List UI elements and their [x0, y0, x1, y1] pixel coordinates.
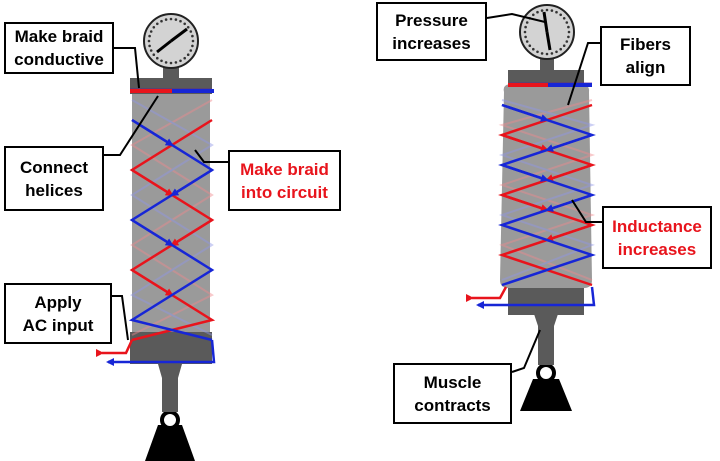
right-top-cap	[508, 70, 584, 86]
right-weight-hook	[536, 363, 556, 383]
label-make-braid-into-circuit: Make braid into circuit	[228, 150, 341, 211]
gauge-tick	[156, 22, 159, 26]
label-fibers-align-text: Fibers align	[619, 35, 672, 77]
right-pressure-gauge	[519, 4, 575, 60]
gauge-tick	[164, 18, 168, 21]
right-weight	[520, 379, 572, 411]
label-pressure-increases-text: Pressure increases	[392, 10, 471, 53]
gauge-tick	[189, 30, 193, 33]
gauge-tick	[536, 50, 539, 54]
right-blue-output-lead	[476, 286, 596, 309]
label-pressure-increases: Pressure increases	[376, 2, 487, 61]
gauge-tick	[540, 9, 544, 12]
label-fibers-align: Fibers align	[600, 26, 691, 86]
label-inductance-increases-text: Inductance increases	[612, 216, 702, 259]
gauge-tick	[191, 44, 194, 48]
left-weight-hook	[160, 410, 180, 430]
gauge-tick	[567, 25, 570, 29]
gauge-tick	[565, 21, 569, 24]
gauge-tick	[169, 61, 173, 65]
gauge-tick	[169, 17, 173, 21]
left-weight	[145, 425, 195, 461]
gauge-tick	[523, 30, 527, 34]
left-actuator	[96, 13, 216, 461]
gauge-tick	[186, 53, 190, 56]
gauge-tick	[189, 49, 193, 52]
left-pressure-gauge	[143, 13, 199, 69]
label-connect-helices-text: Connect helices	[20, 157, 88, 200]
gauge-tick	[550, 52, 554, 55]
gauge-tick	[183, 22, 186, 26]
left-blue-output-lead	[106, 339, 216, 366]
gauge-tick	[528, 44, 532, 47]
label-inductance-increases: Inductance increases	[602, 206, 712, 269]
right-gauge-stem	[540, 57, 554, 72]
left-red-input-lead	[96, 339, 134, 357]
gauge-tick	[160, 19, 163, 23]
right-braid	[500, 84, 592, 288]
label-make-braid-into-circuit-text: Make braid into circuit	[240, 159, 329, 202]
gauge-tick	[525, 21, 529, 24]
gauge-tick	[149, 30, 153, 33]
gauge-tick	[148, 44, 151, 48]
gauge-tick	[148, 34, 151, 38]
gauge-tick	[555, 50, 558, 54]
gauge-tick	[183, 56, 186, 60]
gauge-tick	[532, 47, 535, 51]
gauge-tick	[559, 13, 562, 17]
gauge-tick	[567, 30, 571, 34]
gauge-tick	[179, 59, 182, 63]
label-muscle-contracts: Muscle contracts	[393, 363, 512, 424]
gauge-tick	[174, 61, 178, 64]
gauge-tick	[545, 52, 549, 56]
label-apply-ac-input-text: Apply AC input	[22, 292, 94, 335]
leader-lines	[104, 12, 602, 373]
gauge-tick	[179, 19, 182, 23]
right-bottom-cap	[508, 285, 584, 315]
gauge-tick	[164, 61, 168, 64]
right-back-helices	[498, 99, 596, 281]
gauge-tick	[524, 35, 527, 39]
label-muscle-contracts-text: Muscle contracts	[414, 372, 491, 415]
gauge-tick	[152, 26, 156, 29]
gauge-tick	[559, 47, 562, 51]
left-tendon	[158, 364, 182, 412]
gauge-tick	[524, 25, 527, 29]
gauge-tick	[536, 10, 539, 14]
gauge-tick	[567, 35, 570, 39]
gauge-tick	[147, 39, 151, 43]
gauge-tick	[174, 18, 178, 21]
gauge-tick	[160, 59, 163, 63]
left-back-helices	[129, 99, 215, 336]
gauge-tick	[565, 40, 569, 43]
label-make-braid-conductive: Make braid conductive	[4, 22, 114, 74]
label-apply-ac-input: Apply AC input	[4, 283, 112, 344]
gauge-tick	[555, 10, 558, 14]
gauge-tick	[152, 53, 156, 56]
gauge-tick	[562, 17, 566, 20]
gauge-tick	[525, 40, 529, 43]
gauge-tick	[562, 44, 566, 47]
gauge-tick	[156, 56, 159, 60]
right-actuator	[466, 4, 596, 411]
gauge-tick	[191, 34, 194, 38]
label-make-braid-conductive-text: Make braid conductive	[14, 27, 104, 69]
right-tendon	[534, 314, 558, 365]
gauge-tick	[545, 8, 549, 12]
gauge-tick	[149, 49, 153, 52]
gauge-tick	[186, 26, 190, 29]
gauge-tick	[540, 52, 544, 55]
right-red-input-lead	[466, 286, 508, 302]
gauge-tick	[532, 13, 535, 17]
label-connect-helices: Connect helices	[4, 146, 104, 211]
gauge-tick	[191, 39, 195, 43]
gauge-tick	[550, 9, 554, 12]
